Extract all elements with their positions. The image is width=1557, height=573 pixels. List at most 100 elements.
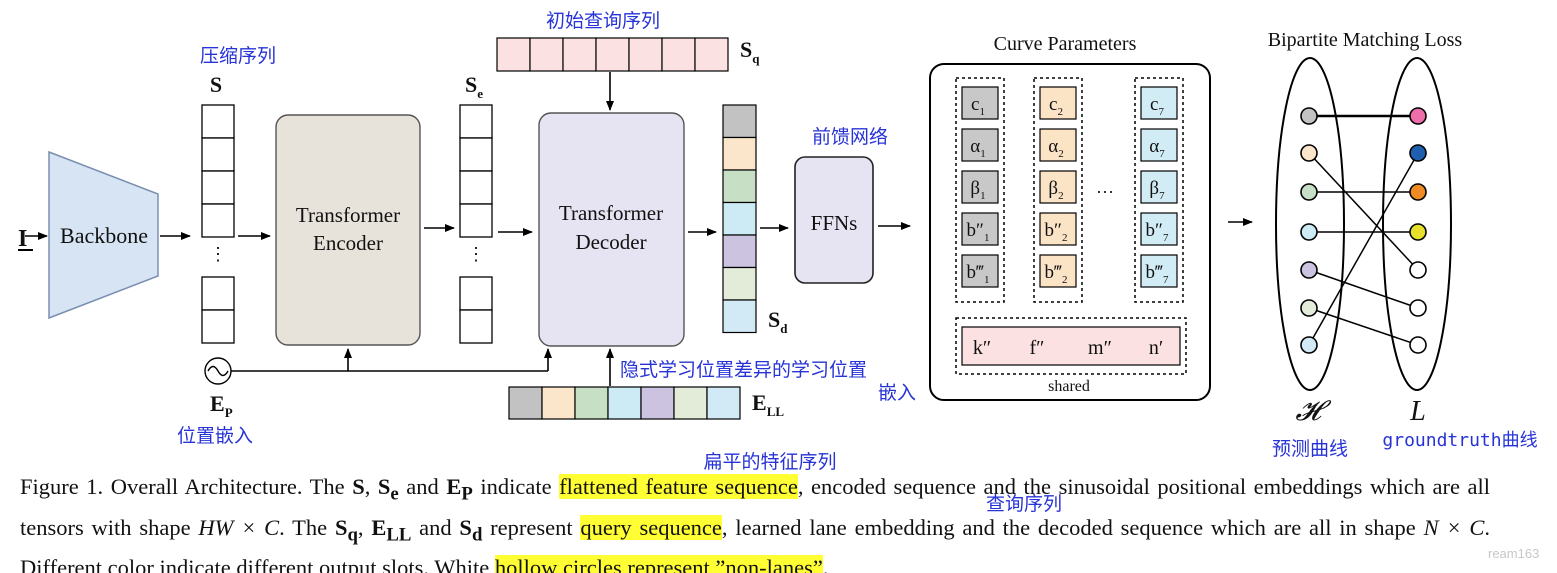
param-cell (961, 86, 999, 120)
param-cell (1039, 86, 1077, 120)
param-label: β7 (1149, 178, 1165, 202)
param-label: b″7 (1146, 220, 1169, 244)
ffns-block (794, 156, 874, 284)
s-label: S (210, 72, 222, 97)
decoded-slot (722, 266, 757, 301)
decoder-label-line1: Transformer (559, 201, 663, 225)
lane-embedding-slot (541, 386, 576, 420)
set-l-label: L (1409, 396, 1426, 427)
param-cell (961, 254, 999, 288)
matching-line (1308, 152, 1419, 346)
param-label: b″1 (967, 220, 990, 244)
shared-params-group (955, 317, 1187, 375)
shared-params-box (961, 326, 1181, 366)
architecture-diagram: I Backbone 压缩序列 S ⋮ Transformer Encoder … (18, 10, 1538, 470)
highlight-query-sequence: query sequence (580, 514, 722, 540)
query-slot (496, 37, 531, 72)
implicit-learned-pos-annotation-line2: 嵌入 (878, 382, 916, 404)
decoded-slot (722, 299, 757, 334)
matching-line (1308, 269, 1419, 309)
lane-embedding-slot (508, 386, 543, 420)
query-slot (529, 37, 564, 72)
param-column-group (1033, 77, 1083, 303)
param-label: c1 (971, 94, 985, 118)
flattened-sequence-column (201, 104, 235, 344)
transformer-encoder-block (275, 114, 421, 346)
shared-label: shared (1048, 378, 1090, 395)
param-cell (1140, 170, 1178, 204)
lane-embedding-slot (640, 386, 675, 420)
decoded-slot (722, 234, 757, 269)
lane-embedding-slot (607, 386, 642, 420)
param-cell (1140, 212, 1178, 246)
groundtruth-curve-circle (1409, 183, 1427, 201)
positional-embedding-annotation: 位置嵌入 (177, 425, 253, 447)
query-slot (661, 37, 696, 72)
highlight-flattened-feature-sequence: flattened feature sequence (559, 474, 798, 499)
ffn-annotation: 前馈网络 (812, 126, 888, 148)
param-cell (961, 212, 999, 246)
query-sequence-annotation: 查询序列 (986, 493, 1063, 515)
initial-query-annotation: 初始查询序列 (546, 10, 660, 32)
groundtruth-curve-circle (1409, 107, 1427, 125)
learned-lane-embedding-row (508, 386, 741, 420)
predicted-curve-circle (1300, 336, 1318, 354)
encoded-sequence-column (459, 104, 493, 344)
param-label: c2 (1049, 94, 1063, 118)
param-label: b‴7 (1146, 262, 1169, 286)
param-cell (1140, 128, 1178, 162)
param-label: c7 (1150, 94, 1164, 118)
predicted-curve-circle (1300, 144, 1318, 162)
groundtruth-curve-circle (1409, 336, 1427, 354)
highlight-hollow-circles: hollow circles represent ”non-lanes” (494, 555, 823, 573)
encoder-label-line2: Encoder (313, 231, 383, 255)
predicted-curve-circle (1300, 107, 1318, 125)
figure-caption: Figure 1. Overall Architecture. The S, S… (20, 470, 1490, 573)
predicted-circles (1300, 107, 1318, 354)
matching-line (1308, 152, 1419, 271)
transformer-decoder-block (538, 112, 685, 347)
encoder-label-line1: Transformer (296, 203, 400, 227)
input-label: I (18, 226, 27, 252)
backbone-block (48, 150, 159, 320)
matching-lines (1308, 114, 1419, 346)
query-slot (628, 37, 663, 72)
predicted-curve-circle (1300, 261, 1318, 279)
decoded-slot (722, 136, 757, 171)
implicit-learned-pos-annotation-line1: 隐式学习位置差异的学习位置 (620, 359, 867, 381)
param-label: β1 (970, 178, 985, 202)
ep-label: EP (210, 391, 233, 420)
columns-ellipsis: ··· (1096, 182, 1114, 202)
matching-line (1308, 307, 1419, 346)
param-cell (1140, 254, 1178, 288)
shared-param: n′ (1149, 337, 1163, 359)
param-label: b‴1 (967, 262, 990, 286)
query-sequence-row (496, 37, 729, 72)
groundtruth-curve-circle (1409, 261, 1427, 279)
sd-label: Sd (768, 307, 788, 336)
param-cell (1039, 212, 1077, 246)
decoder-label-line2: Decoder (575, 230, 646, 254)
shared-param: k″ (973, 337, 991, 359)
param-label: α1 (970, 136, 985, 160)
groundtruth-circles (1409, 107, 1427, 354)
param-label: α2 (1048, 136, 1063, 160)
decoded-sequence-column (722, 104, 757, 334)
predicted-curve-annotation: 预测曲线 (1272, 438, 1348, 460)
flattened-feature-annotation: 扁平的特征序列 (703, 451, 836, 470)
bipartite-title: Bipartite Matching Loss (1268, 29, 1463, 51)
decoded-slot (722, 169, 757, 204)
param-column-group (1134, 77, 1184, 303)
param-label: α7 (1149, 136, 1165, 160)
predicted-curve-circle (1300, 299, 1318, 317)
groundtruth-curve-circle (1409, 299, 1427, 317)
groundtruth-curve-annotation: groundtruth曲线 (1382, 430, 1537, 451)
ell-label: ELL (752, 390, 784, 419)
shared-params-values: k″f″m″n′ (973, 337, 1163, 359)
predicted-curve-circle (1300, 223, 1318, 241)
se-label: Se (465, 72, 483, 101)
lane-embedding-slot (673, 386, 708, 420)
param-column-group (955, 77, 1005, 303)
